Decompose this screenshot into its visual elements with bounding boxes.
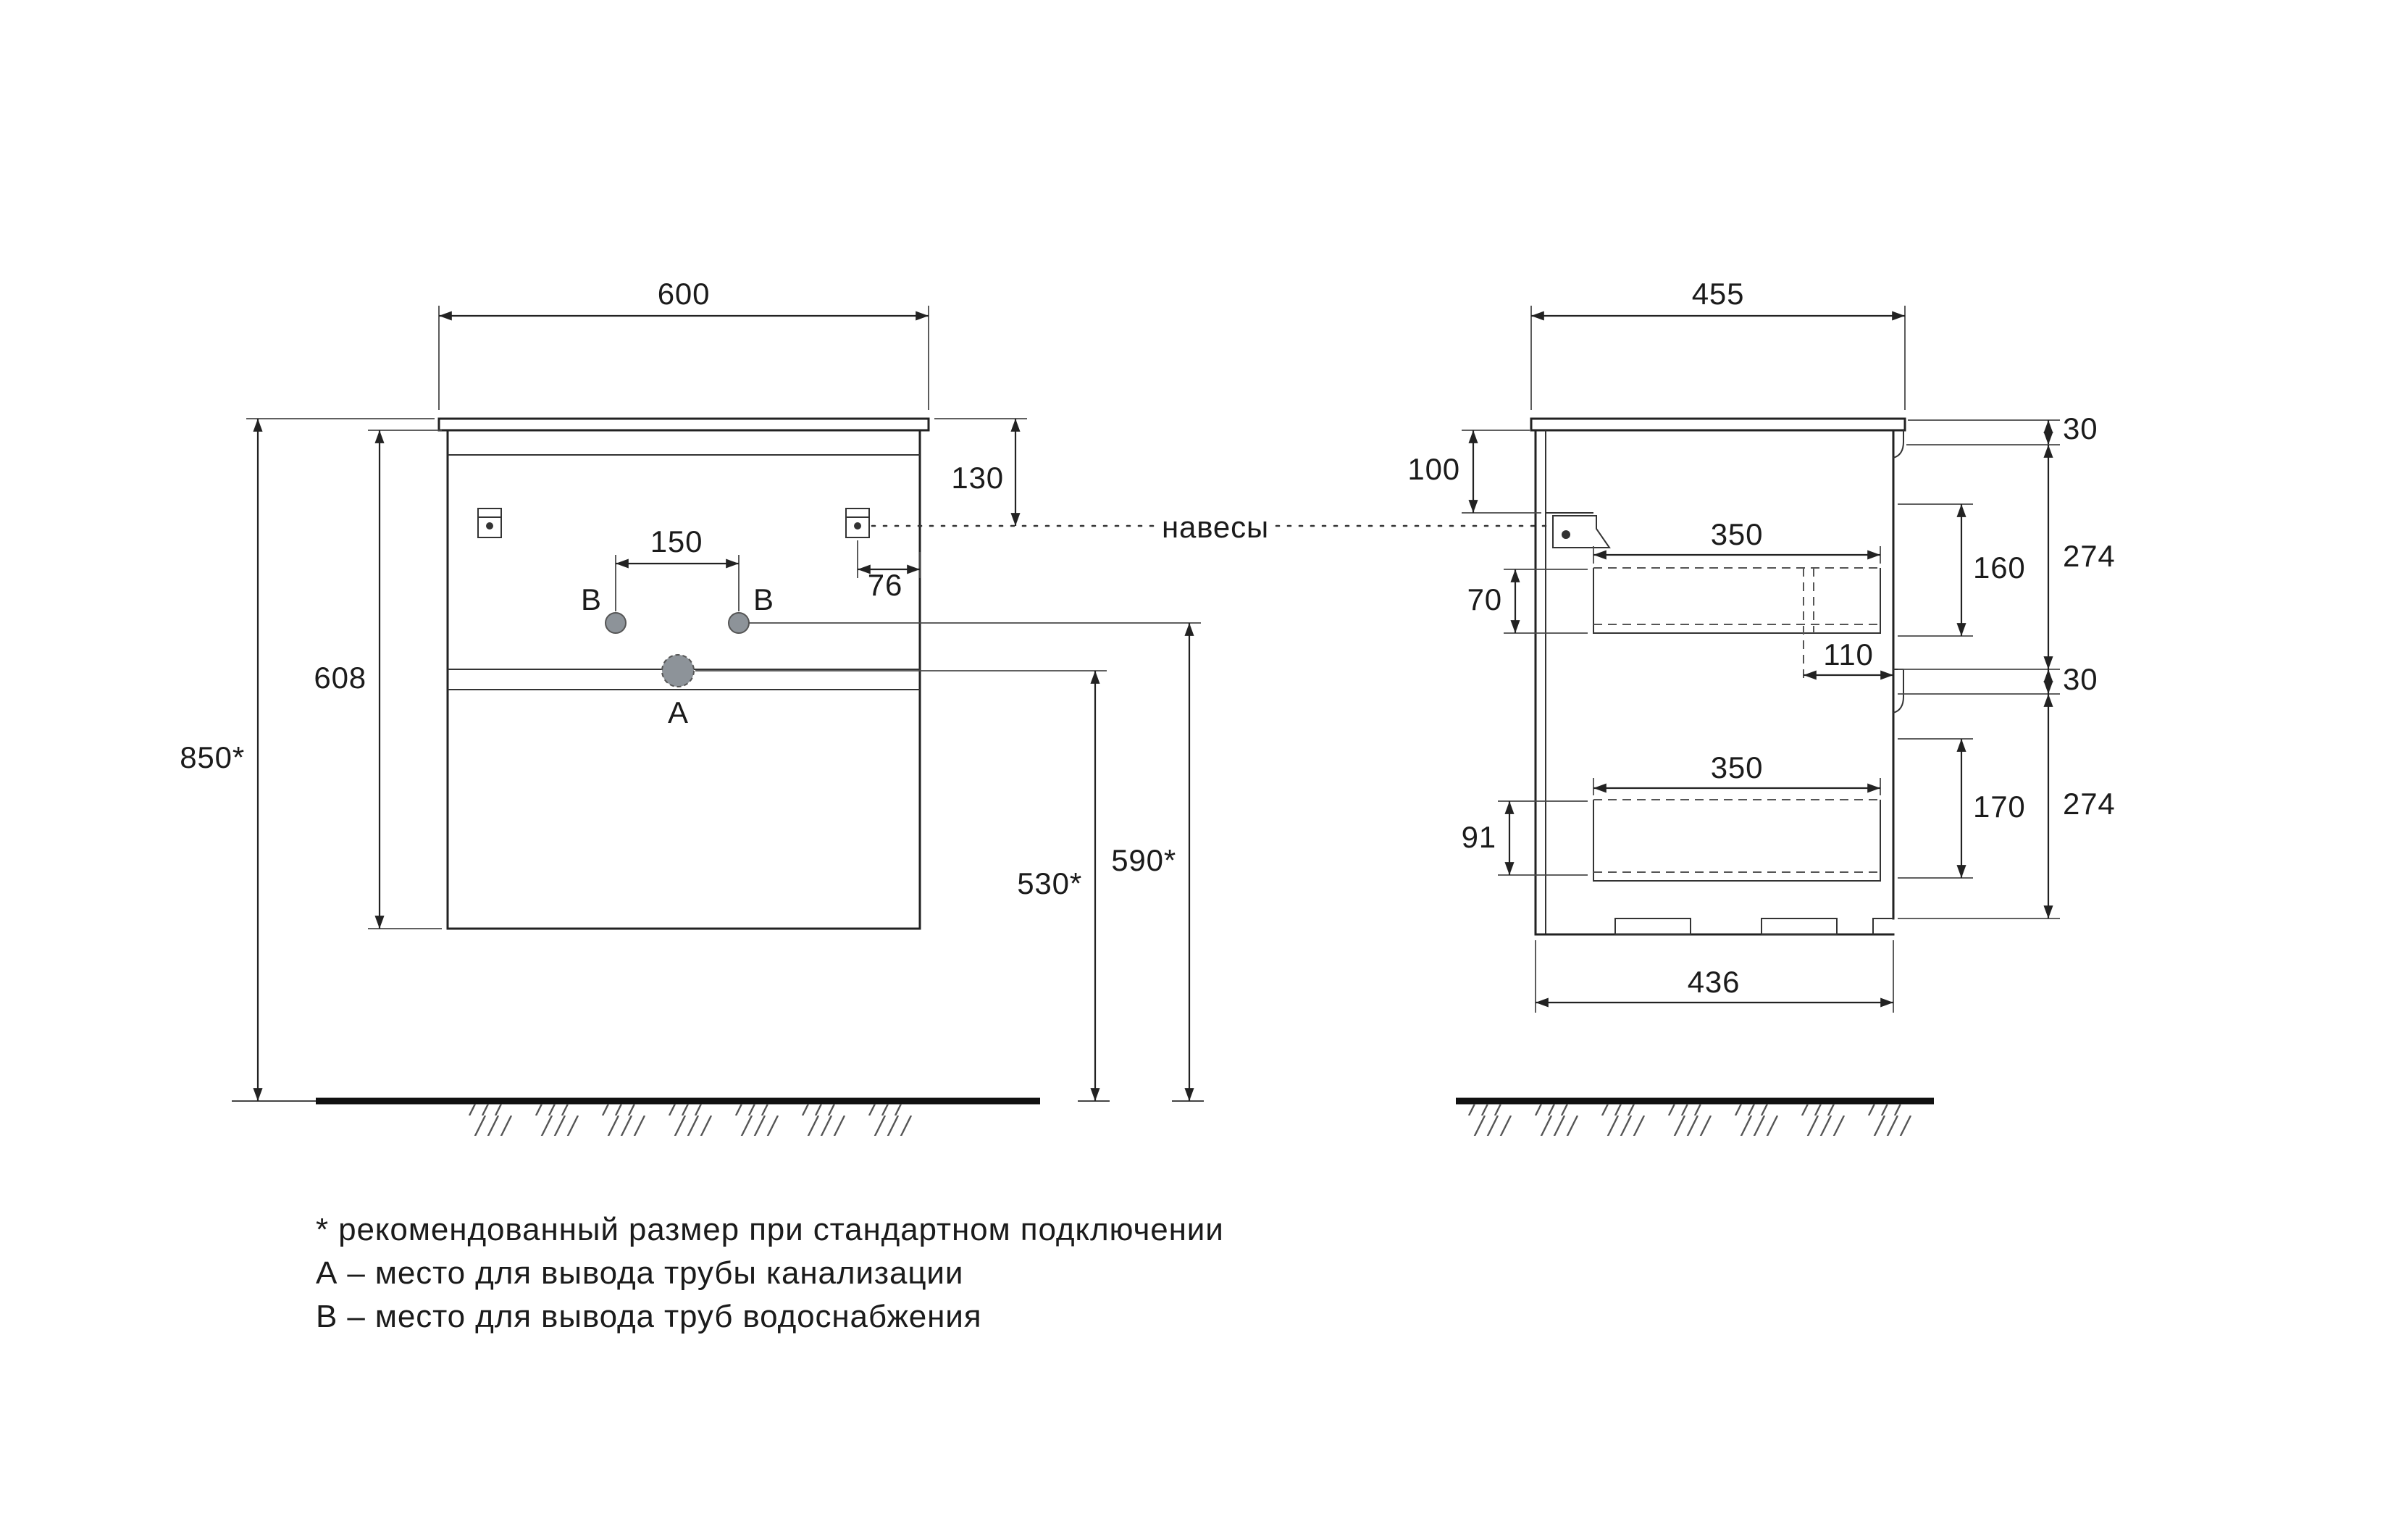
svg-text:350: 350 bbox=[1711, 750, 1764, 784]
front-view: В В А 600 130 76 150 bbox=[180, 277, 1204, 1102]
dim-depth: 455 bbox=[1530, 277, 1906, 410]
dim-outlet-spacing: 150 bbox=[615, 524, 740, 611]
label-b-left: В bbox=[581, 582, 601, 616]
svg-text:455: 455 bbox=[1692, 277, 1745, 311]
note-b: В – место для вывода труб водоснабжения bbox=[316, 1299, 981, 1334]
dim-top-section: 100 bbox=[1407, 430, 1541, 514]
svg-text:590*: 590* bbox=[1111, 843, 1176, 877]
dim-front-width: 600 bbox=[438, 277, 929, 410]
dim-slide-offset: 110 bbox=[1804, 637, 1893, 680]
svg-text:130: 130 bbox=[951, 461, 1004, 495]
dim-top-thickness: 30 bbox=[1908, 411, 2098, 445]
footnote: * рекомендованный размер при стандартном… bbox=[316, 1212, 1224, 1247]
pull-groove-mid bbox=[1893, 669, 1904, 713]
svg-text:170: 170 bbox=[1973, 790, 2026, 824]
svg-text:150: 150 bbox=[650, 524, 703, 558]
dim-top-offset: 130 bbox=[934, 418, 1027, 526]
floor-hatch-left bbox=[452, 1104, 913, 1136]
svg-text:91: 91 bbox=[1462, 820, 1496, 854]
svg-text:274: 274 bbox=[2063, 539, 2116, 573]
label-a: А bbox=[668, 695, 688, 729]
svg-text:608: 608 bbox=[314, 661, 366, 695]
side-front-bottom-step bbox=[1872, 918, 1893, 934]
hanger-bracket-right-icon bbox=[845, 508, 870, 538]
dim-drawer2-height: 170 bbox=[1898, 738, 2026, 879]
dim-front2-height: 274 bbox=[1898, 694, 2116, 919]
side-countertop bbox=[1530, 417, 1906, 432]
label-b-right: В bbox=[753, 582, 774, 616]
dim-mount-height: 850* bbox=[180, 418, 435, 1102]
front-countertop bbox=[437, 417, 930, 432]
legend-notes: * рекомендованный размер при стандартном… bbox=[316, 1212, 1224, 1334]
dim-supply-height: 590* bbox=[749, 622, 1204, 1102]
svg-text:76: 76 bbox=[868, 568, 902, 602]
svg-text:100: 100 bbox=[1407, 452, 1460, 486]
water-outlet-right bbox=[728, 612, 750, 634]
svg-text:350: 350 bbox=[1711, 517, 1764, 551]
water-outlet-left bbox=[605, 612, 627, 634]
front-cabinet-body bbox=[446, 429, 921, 930]
bottom-support-right bbox=[1761, 918, 1838, 935]
svg-text:160: 160 bbox=[1973, 551, 2026, 585]
hanger-bracket-left-icon bbox=[477, 508, 502, 538]
drawer-1 bbox=[1593, 567, 1881, 681]
svg-text:436: 436 bbox=[1688, 965, 1741, 999]
dim-front1-height: 274 bbox=[1898, 444, 2116, 670]
svg-text:70: 70 bbox=[1467, 582, 1502, 616]
drawer-2 bbox=[1593, 799, 1881, 882]
drain-outlet bbox=[661, 654, 695, 687]
svg-text:30: 30 bbox=[2063, 411, 2098, 445]
dim-mid-thickness: 30 bbox=[1898, 662, 2098, 696]
floor-hatch-right bbox=[1460, 1104, 1930, 1136]
svg-text:850*: 850* bbox=[180, 740, 245, 774]
dim-drawer1-depth: 350 bbox=[1593, 517, 1881, 564]
svg-text:530*: 530* bbox=[1017, 866, 1082, 900]
pull-groove-top bbox=[1893, 430, 1904, 459]
hanger-bracket-side-icon bbox=[1552, 515, 1611, 548]
note-a: А – место для вывода трубы канализации bbox=[316, 1255, 963, 1291]
dim-gap: 70 bbox=[1467, 569, 1588, 634]
svg-text:274: 274 bbox=[2063, 787, 2116, 821]
svg-text:600: 600 bbox=[658, 277, 711, 311]
dim-bottom-depth: 436 bbox=[1535, 940, 1894, 1013]
floor bbox=[316, 1097, 1934, 1136]
dim-drawer2-depth: 350 bbox=[1593, 750, 1881, 795]
dim-drain-height: 530* bbox=[695, 670, 1110, 1102]
dim-bottom-section: 91 bbox=[1462, 800, 1588, 876]
side-view: 455 100 70 350 110 bbox=[1407, 277, 2115, 1013]
dim-drawer1-height: 160 bbox=[1898, 503, 2026, 637]
dim-hanger-inset: 76 bbox=[857, 540, 921, 602]
svg-text:30: 30 bbox=[2063, 662, 2098, 696]
svg-text:110: 110 bbox=[1823, 637, 1873, 671]
bottom-support-left bbox=[1614, 918, 1691, 935]
dim-body-height: 608 bbox=[314, 430, 442, 929]
hangers-label: навесы bbox=[1162, 510, 1269, 544]
hangers-callout: навесы bbox=[871, 510, 1551, 544]
